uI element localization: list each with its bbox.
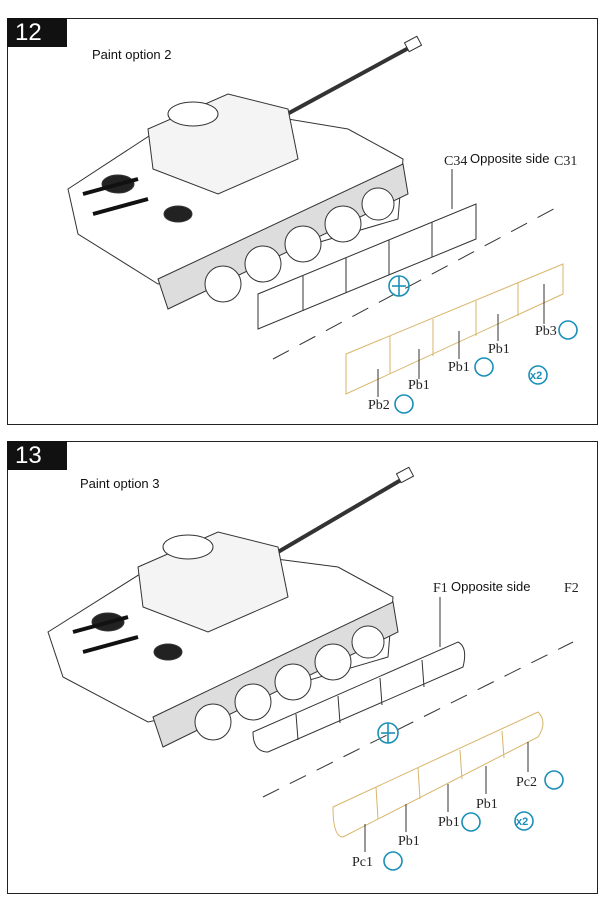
multiplier-badge: [528, 365, 548, 385]
bend-icon: [558, 320, 578, 340]
part-label-f1: F1: [433, 581, 448, 596]
multiplier-text: x2: [530, 370, 542, 382]
opposite-side-label: Opposite side: [470, 151, 550, 166]
part-label: Pb3: [535, 324, 557, 339]
opposite-part-f2: F2: [564, 581, 579, 596]
part-label: Pb1: [488, 342, 510, 357]
bend-icon: [394, 394, 414, 414]
part-label: Pc2: [516, 775, 537, 790]
opposite-side-label: Opposite side: [451, 579, 531, 594]
photoetch-plates: [345, 263, 564, 395]
part-label: Pb1: [476, 797, 498, 812]
paint-option-label: Paint option 2: [92, 47, 172, 62]
tank-drawing: [67, 35, 423, 310]
part-label: Pb1: [448, 360, 470, 375]
part-label: Pc1: [352, 855, 373, 870]
alignment-guide: [272, 203, 564, 360]
step-number: 12: [7, 18, 67, 47]
skirt-plates-c34: [257, 203, 477, 330]
step-13-panel: 13 Paint option 3 F1 Opposite side: [7, 441, 598, 894]
part-label: Pb1: [438, 815, 460, 830]
part-label-c34: C34: [444, 154, 467, 169]
bend-icon: [461, 812, 481, 832]
part-label: Pb1: [398, 834, 420, 849]
skirt-plates-f1: [252, 641, 466, 753]
part-label: Pb2: [368, 398, 390, 413]
tank-drawing: [47, 466, 415, 748]
step-number: 13: [7, 441, 67, 470]
photoetch-plates: [332, 711, 544, 838]
bend-icon: [474, 357, 494, 377]
assembly-diagram: F1 Opposite side F2 Pc1 Pb1 Pb1 Pb1 Pc2 …: [47, 466, 579, 871]
symmetry-icon: [377, 722, 399, 744]
multiplier-text: x2: [516, 816, 528, 828]
bend-icon: [383, 851, 403, 871]
paint-option-label: Paint option 3: [80, 476, 160, 491]
part-label: Pb1: [408, 378, 430, 393]
multiplier-badge: [514, 811, 534, 831]
step-12-panel: 12 Paint option 2 C34 Opposite side: [7, 18, 598, 425]
symmetry-icon: [388, 275, 410, 297]
bend-icon: [544, 770, 564, 790]
assembly-diagram: C34 Opposite side C31 Pb2 Pb1 Pb1 Pb1 Pb…: [67, 35, 578, 414]
opposite-part-c31: C31: [554, 154, 577, 169]
